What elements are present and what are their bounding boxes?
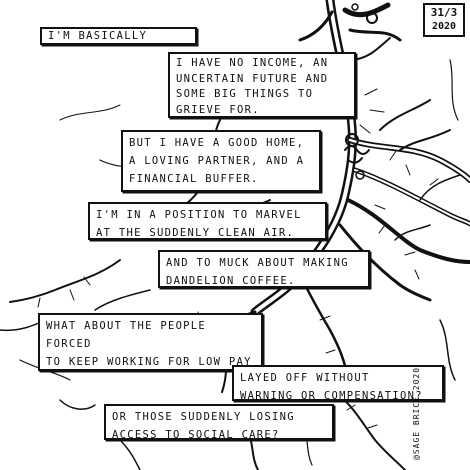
date-day-month: 31/3 bbox=[430, 6, 458, 19]
caption-clean-air: I'M IN A POSITION TO MARVEL AT THE SUDDE… bbox=[88, 202, 327, 240]
caption-good-home: BUT I HAVE A GOOD HOME, A LOVING PARTNER… bbox=[121, 130, 321, 192]
caption-social-care: OR THOSE SUDDENLY LOSING ACCESS TO SOCIA… bbox=[104, 404, 334, 440]
caption-no-income: I HAVE NO INCOME, AN UNCERTAIN FUTURE AN… bbox=[168, 52, 356, 118]
artist-signature: @SAGE BRICE 2020 bbox=[412, 366, 421, 460]
caption-basically-fine: I'M BASICALLY FINE. bbox=[40, 27, 197, 45]
date-stamp: 31/3 2020 bbox=[423, 3, 465, 37]
caption-dandelion-coffee: AND TO MUCK ABOUT MAKING DANDELION COFFE… bbox=[158, 250, 370, 288]
caption-layed-off: LAYED OFF WITHOUT WARNING OR COMPENSATIO… bbox=[232, 365, 444, 401]
caption-people-forced: WHAT ABOUT THE PEOPLE FORCED TO KEEP WOR… bbox=[38, 313, 263, 371]
date-year: 2020 bbox=[431, 21, 457, 32]
